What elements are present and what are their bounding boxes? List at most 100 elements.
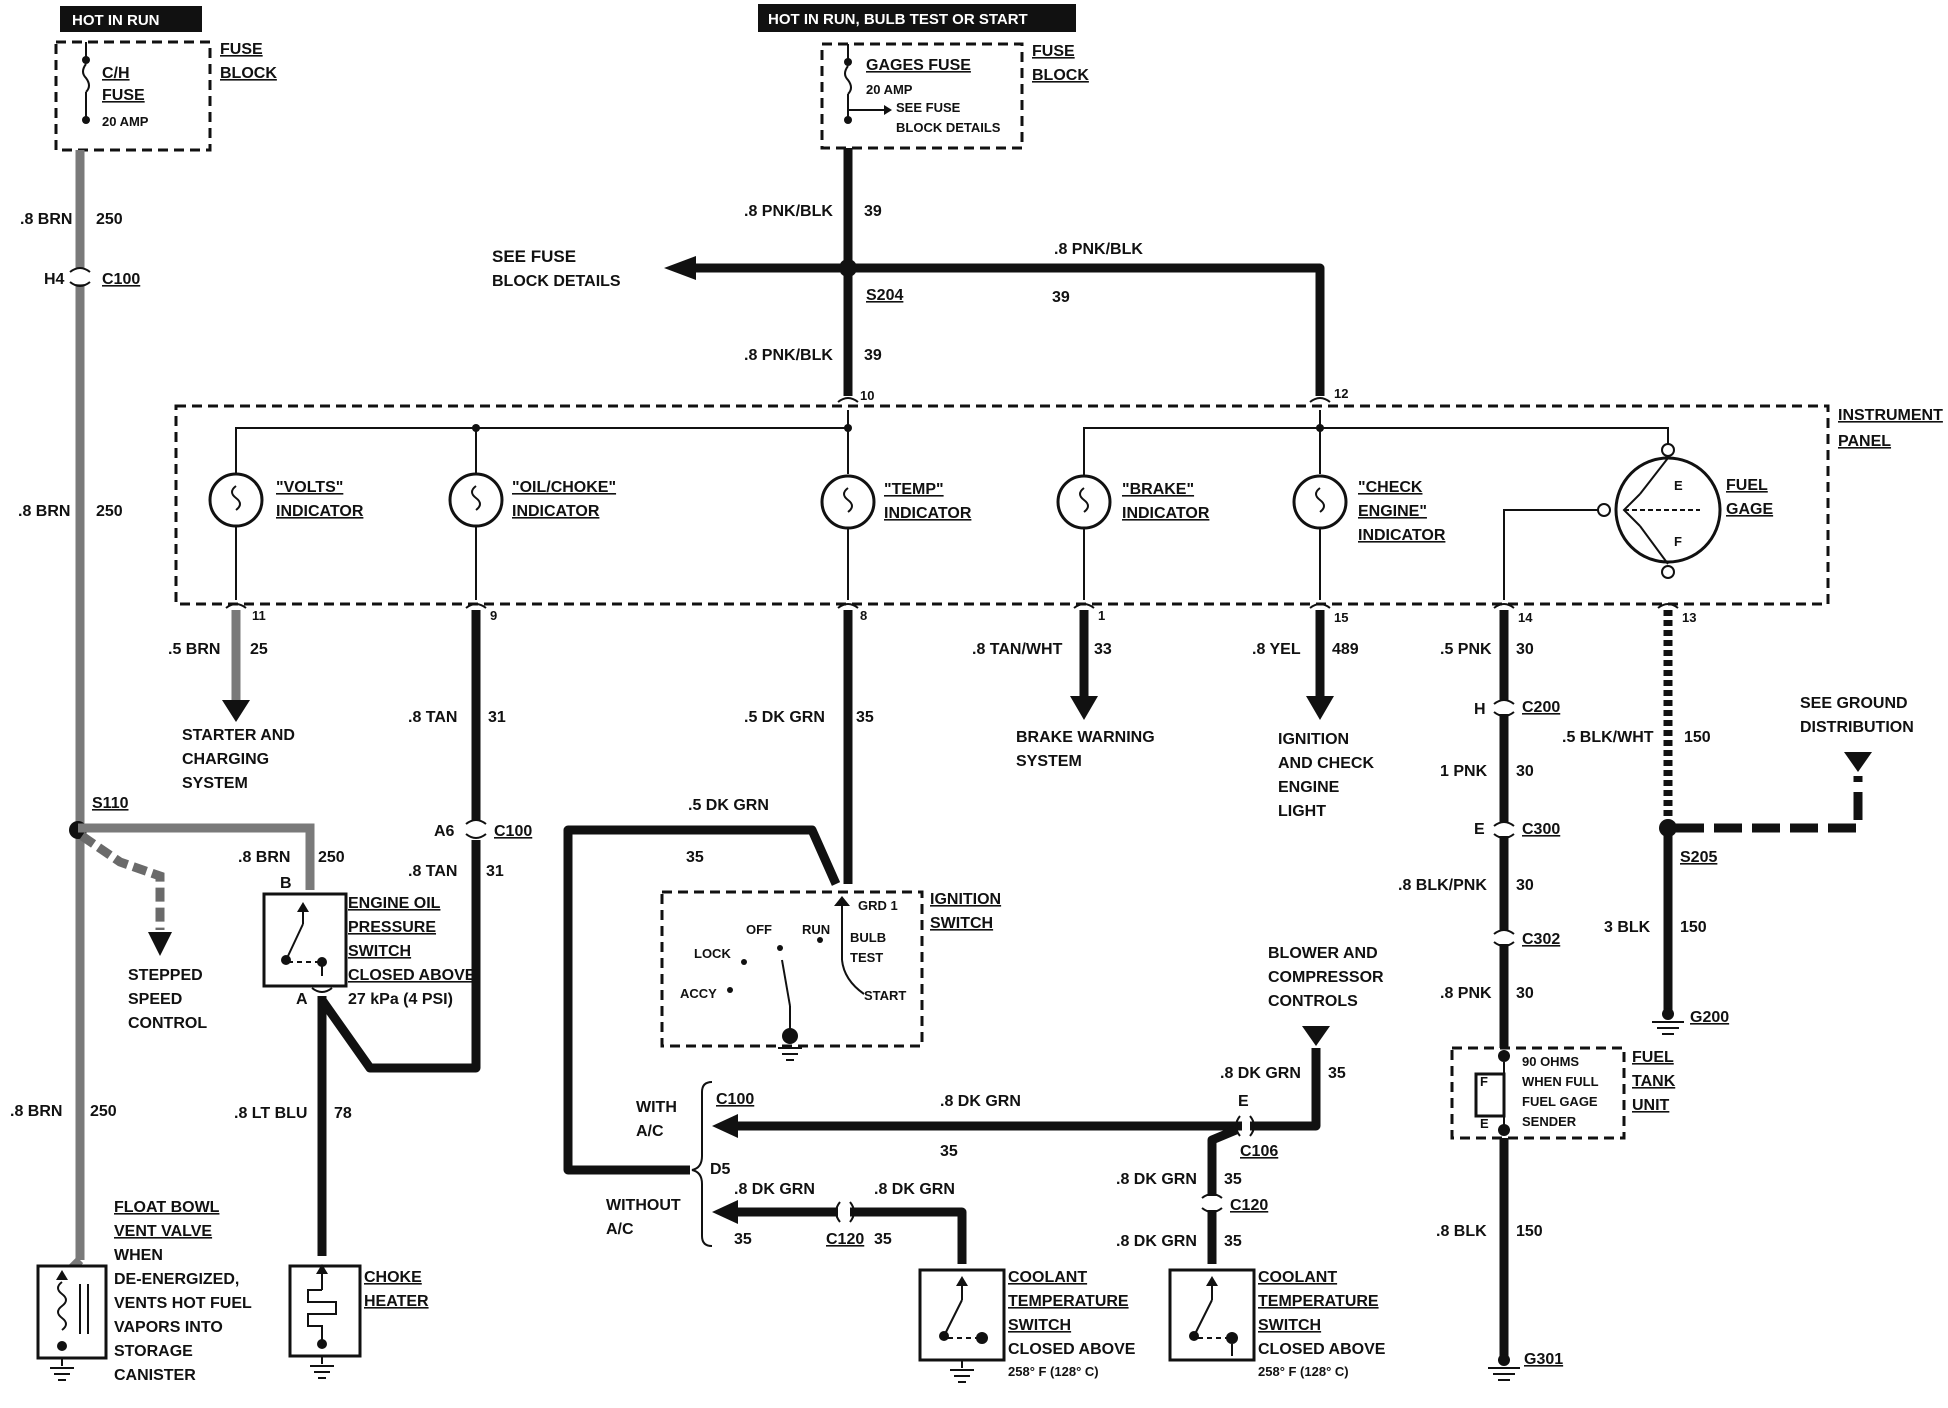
float-bowl-4: DE-ENERGIZED, [114, 1271, 239, 1288]
pin-12: 12 [1334, 386, 1348, 401]
ign-test: TEST [850, 950, 883, 965]
ign-run: RUN [802, 922, 830, 937]
right-fuse-block1: FUSE [1032, 43, 1075, 60]
float-bowl-5: VENTS HOT FUEL [114, 1295, 252, 1312]
wire-35-ignition-loop [563, 825, 841, 1175]
instrument-panel-1: INSTRUMENT [1838, 407, 1943, 424]
label-c302: C302 [1522, 931, 1560, 948]
brake-label-1: "BRAKE" [1122, 481, 1194, 498]
left-fuse-name2: FUSE [102, 87, 145, 104]
pin-14: 14 [1518, 610, 1533, 625]
wire-s110-to-stepped [79, 832, 165, 930]
instrument-panel-box [174, 404, 1830, 606]
label-39-1: 39 [864, 203, 882, 220]
label-30-b: 30 [1516, 763, 1534, 780]
label-dkgrn-wo1: .8 DK GRN [734, 1181, 815, 1198]
label-g301: G301 [1524, 1351, 1563, 1368]
fuel-connectors [1493, 699, 1515, 947]
float-bowl-8: CANISTER [114, 1367, 196, 1384]
label-35-wo2: 35 [874, 1231, 892, 1248]
ign-bulb: BULB [850, 930, 886, 945]
arrow-ground-dist [1844, 752, 1872, 772]
volts-indicator-lamp [208, 428, 264, 600]
arrow-blower [1302, 1026, 1330, 1046]
ign-title-2: SWITCH [930, 915, 993, 932]
starter-2: CHARGING [182, 751, 269, 768]
with-ac-1: WITH [636, 1099, 677, 1116]
label-35-c2a: 35 [1224, 1171, 1242, 1188]
arrow-brake [1070, 696, 1098, 720]
label-h4: H4 [44, 271, 65, 288]
label-33: 33 [1094, 641, 1112, 658]
fuel-gage-symbol [1503, 443, 1722, 600]
fuel-sender-symbol [1474, 1050, 1510, 1136]
label-a6: A6 [434, 823, 455, 840]
label-h: H [1474, 701, 1486, 718]
arrow-ignition-light [1306, 696, 1334, 720]
wire-35-coolant2 [1207, 1125, 1238, 1196]
label-150-a: 150 [1684, 729, 1711, 746]
fuel-desc-1: 90 OHMS [1522, 1054, 1579, 1069]
label-35-wo1: 35 [734, 1231, 752, 1248]
coolant2-3: SWITCH [1258, 1317, 1321, 1334]
right-fuse-see1: SEE FUSE [896, 100, 961, 115]
starter-1: STARTER AND [182, 727, 295, 744]
without-ac-2: A/C [606, 1221, 634, 1238]
fuel-gage-label-1: FUEL [1726, 477, 1768, 494]
arrow-see-fuse [664, 256, 696, 280]
coolant2-2: TEMPERATURE [1258, 1293, 1379, 1310]
label-lt-blu: .8 LT BLU [234, 1105, 307, 1122]
pin-a: A [296, 991, 308, 1008]
left-fuse-rating: 20 AMP [102, 114, 149, 129]
float-bowl-box [36, 1264, 108, 1360]
label-c120-left: C120 [826, 1231, 864, 1248]
ign-grd1: GRD 1 [858, 898, 898, 913]
wire-31-tan-lower [318, 840, 481, 1073]
label-s110: S110 [92, 795, 129, 812]
ign-accy: ACCY [680, 986, 717, 1001]
ign-light-2: AND CHECK [1278, 755, 1374, 772]
ignition-switch-symbol [727, 896, 865, 1061]
label-250-1: 250 [96, 211, 123, 228]
oil-switch-1: ENGINE OIL [348, 895, 441, 912]
choke-2: HEATER [364, 1293, 429, 1310]
starter-3: SYSTEM [182, 775, 248, 792]
label-tanwht: .8 TAN/WHT [972, 641, 1063, 658]
stepped-3: CONTROL [128, 1015, 207, 1032]
volts-label-2: INDICATOR [276, 503, 364, 520]
label-e: E [1474, 821, 1485, 838]
temp-label-2: INDICATOR [884, 505, 972, 522]
label-brn-oil: .8 BRN [238, 849, 290, 866]
oil-switch-symbol [281, 902, 327, 976]
instrument-bus [235, 410, 1669, 498]
left-fuse-block2: BLOCK [220, 65, 277, 82]
label-s204: S204 [866, 287, 903, 304]
ign-light-1: IGNITION [1278, 731, 1349, 748]
label-c106: C106 [1240, 1143, 1278, 1160]
pin-9: 9 [490, 608, 497, 623]
hot-in-run-bulb-header: HOT IN RUN, BULB TEST OR START [768, 11, 1028, 28]
stepped-2: SPEED [128, 991, 182, 1008]
ac-brace [691, 1081, 713, 1247]
oil-choke-indicator-lamp [448, 472, 504, 600]
label-dkgrn-loop: .5 DK GRN [688, 797, 769, 814]
label-78: 78 [334, 1105, 352, 1122]
wire-ground-distribution [1676, 776, 1863, 833]
pin-13: 13 [1682, 610, 1696, 625]
label-30-c: 30 [1516, 877, 1534, 894]
label-brn-250-2: .8 BRN [18, 503, 70, 520]
label-pnk-blk-1: .8 PNK/BLK [744, 203, 833, 220]
label-d5: D5 [710, 1161, 731, 1178]
fuel-tank-1: FUEL [1632, 1049, 1674, 1066]
label-brn-250-1: .8 BRN [20, 211, 72, 228]
instrument-panel-2: PANEL [1838, 433, 1891, 450]
label-e-c106: E [1238, 1093, 1249, 1110]
right-fuse-block2: BLOCK [1032, 67, 1089, 84]
label-250-2: 250 [96, 503, 123, 520]
ign-light-4: LIGHT [1278, 803, 1326, 820]
label-25: 25 [250, 641, 268, 658]
label-150-b: 150 [1680, 919, 1707, 936]
label-g200: G200 [1690, 1009, 1729, 1026]
label-c100-left: C100 [102, 271, 140, 288]
label-3blk: 3 BLK [1604, 919, 1651, 936]
